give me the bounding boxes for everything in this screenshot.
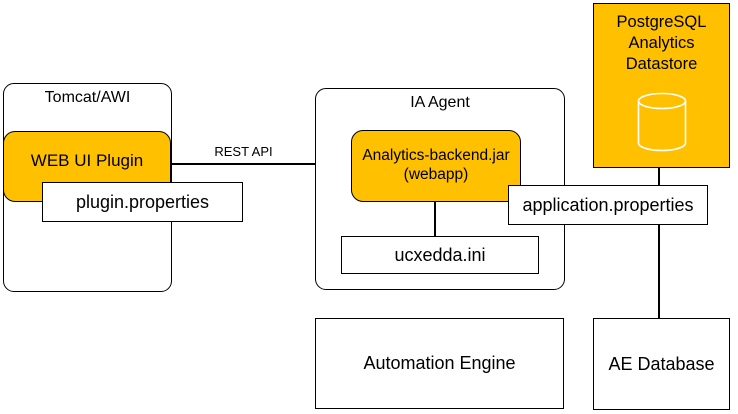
- analytics-backend-label: Analytics-backend.jar (webapp): [362, 146, 509, 184]
- ae-database-box: AE Database: [593, 318, 730, 410]
- application-properties-label: application.properties: [522, 194, 694, 215]
- analytics-backend-label-line2: (webapp): [403, 165, 469, 183]
- analytics-backend-label-line1: Analytics-backend.jar: [362, 146, 510, 164]
- postgresql-datastore-title-line1: PostgreSQL: [616, 13, 707, 31]
- postgresql-datastore-title-line2: Analytics: [628, 34, 695, 52]
- analytics-backend-box: Analytics-backend.jar (webapp): [351, 130, 521, 202]
- tomcat-awi-title: Tomcat/AWI: [44, 89, 131, 106]
- properties-to-database-connector-line: [658, 225, 660, 319]
- automation-engine-label: Automation Engine: [363, 353, 516, 373]
- automation-engine-box: Automation Engine: [315, 318, 564, 409]
- database-cylinder-icon: [637, 92, 686, 152]
- datastore-to-properties-connector-line: [658, 168, 660, 186]
- ucxedda-ini-box: ucxedda.ini: [341, 236, 539, 274]
- web-ui-plugin-label: WEB UI Plugin: [30, 150, 144, 170]
- postgresql-datastore-title: PostgreSQL Analytics Datastore: [594, 12, 729, 75]
- ucxedda-ini-label: ucxedda.ini: [394, 244, 486, 265]
- rest-api-connector-line: [172, 163, 315, 165]
- postgresql-datastore-title-line3: Datastore: [625, 55, 698, 73]
- plugin-properties-box: plugin.properties: [42, 182, 243, 222]
- plugin-properties-label: plugin.properties: [75, 191, 210, 212]
- ae-database-label: AE Database: [608, 353, 715, 374]
- rest-api-label: REST API: [214, 144, 273, 159]
- backend-to-ini-connector-line: [434, 202, 436, 237]
- application-properties-box: application.properties: [508, 185, 708, 225]
- postgresql-datastore-box: PostgreSQL Analytics Datastore: [593, 3, 730, 168]
- ia-agent-title: IA Agent: [410, 94, 470, 111]
